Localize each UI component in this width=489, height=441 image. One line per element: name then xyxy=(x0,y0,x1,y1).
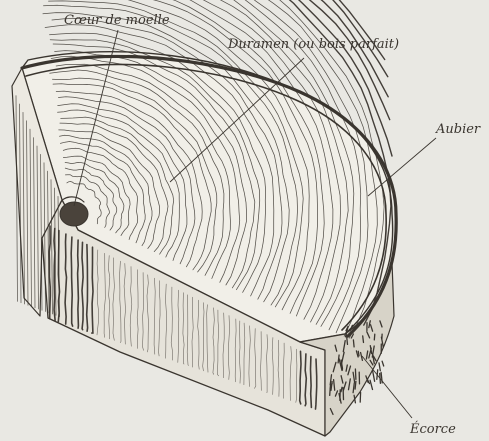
wood-grain-line xyxy=(49,226,50,319)
label-heartwood: Duramen (ou bois parfait) xyxy=(228,37,399,52)
bark-texture xyxy=(358,351,359,356)
wood-grain-line xyxy=(78,240,79,328)
bark-texture xyxy=(379,363,380,371)
bark-texture xyxy=(355,381,356,389)
bark-texture xyxy=(363,336,364,343)
bark-texture xyxy=(353,340,354,347)
bark-texture xyxy=(370,380,372,389)
bark-texture xyxy=(330,384,331,395)
bark-texture xyxy=(374,334,375,340)
label-sapwood: Aubier xyxy=(436,122,480,137)
label-pith: Cœur de moelle xyxy=(64,13,170,28)
bark-texture xyxy=(382,361,384,366)
wood-grain-line xyxy=(311,357,312,408)
bark-texture xyxy=(355,369,356,379)
wood-grain-line xyxy=(87,245,88,332)
leader-bark xyxy=(362,356,412,418)
label-bark: Écorce xyxy=(410,422,456,437)
